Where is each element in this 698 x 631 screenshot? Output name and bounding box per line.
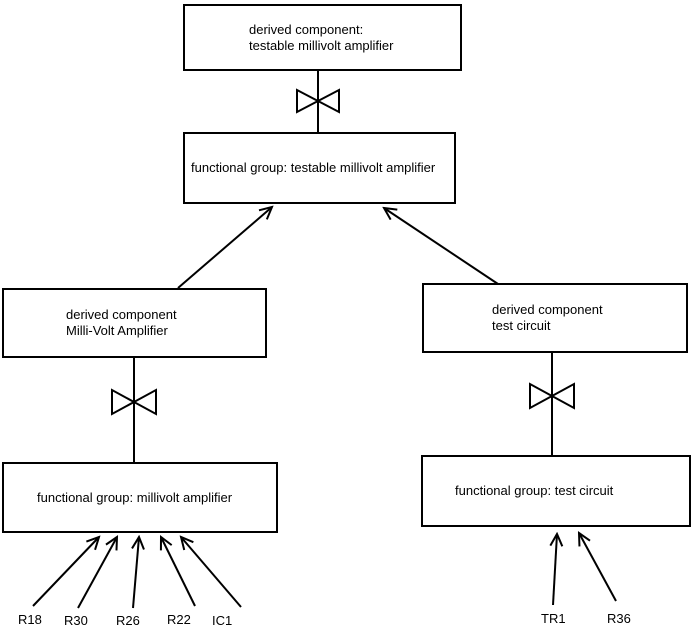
node-text-line: testable millivolt amplifier (249, 37, 394, 53)
node-text-line: derived component (66, 307, 177, 322)
node-text-line: functional group: test circuit (455, 483, 614, 498)
component-arrow-ic1 (181, 537, 242, 608)
component-label-r18: R18 (18, 612, 42, 627)
component-arrow-r22 (161, 537, 196, 607)
generalization-arrow-right (384, 208, 499, 285)
node-text-line: Milli-Volt Amplifier (66, 323, 168, 338)
node-functional-group-testable-millivolt-amplifier: functional group: testable millivolt amp… (183, 132, 456, 204)
component-label-r26: R26 (116, 613, 140, 628)
node-derived-test-circuit: derived component test circuit (422, 283, 688, 353)
node-text-line: functional group: testable millivolt amp… (191, 160, 436, 175)
component-label-tr1: TR1 (541, 611, 566, 626)
component-arrow-r26 (133, 537, 139, 609)
component-label-r30: R30 (64, 613, 88, 628)
component-label-ic1: IC1 (212, 613, 233, 628)
node-derived-milli-volt-amplifier: derived component Milli-Volt Amplifier (2, 288, 267, 358)
node-text-line: functional group: millivolt amplifier (37, 489, 233, 505)
node-text-line: derived component (492, 302, 603, 317)
bowtie-connector-right (529, 352, 575, 455)
component-arrow-r36 (579, 533, 617, 602)
node-functional-group-test-circuit: functional group: test circuit (421, 455, 691, 527)
component-label-r22: R22 (167, 612, 191, 627)
bowtie-connector-left (111, 357, 157, 462)
component-arrow-r30 (77, 537, 117, 609)
node-text-line: derived component: (249, 21, 364, 37)
node-text-line: test circuit (492, 318, 551, 333)
component-arrow-r18 (32, 537, 99, 607)
component-arrow-tr1 (553, 534, 557, 606)
node-functional-group-millivolt-amplifier: functional group: millivolt amplifier (2, 462, 278, 533)
node-derived-testable-millivolt-amplifier: derived component: testable millivolt am… (183, 4, 462, 71)
generalization-arrow-left (177, 207, 272, 289)
component-label-r36: R36 (607, 611, 631, 626)
bowtie-connector-top (296, 70, 340, 133)
